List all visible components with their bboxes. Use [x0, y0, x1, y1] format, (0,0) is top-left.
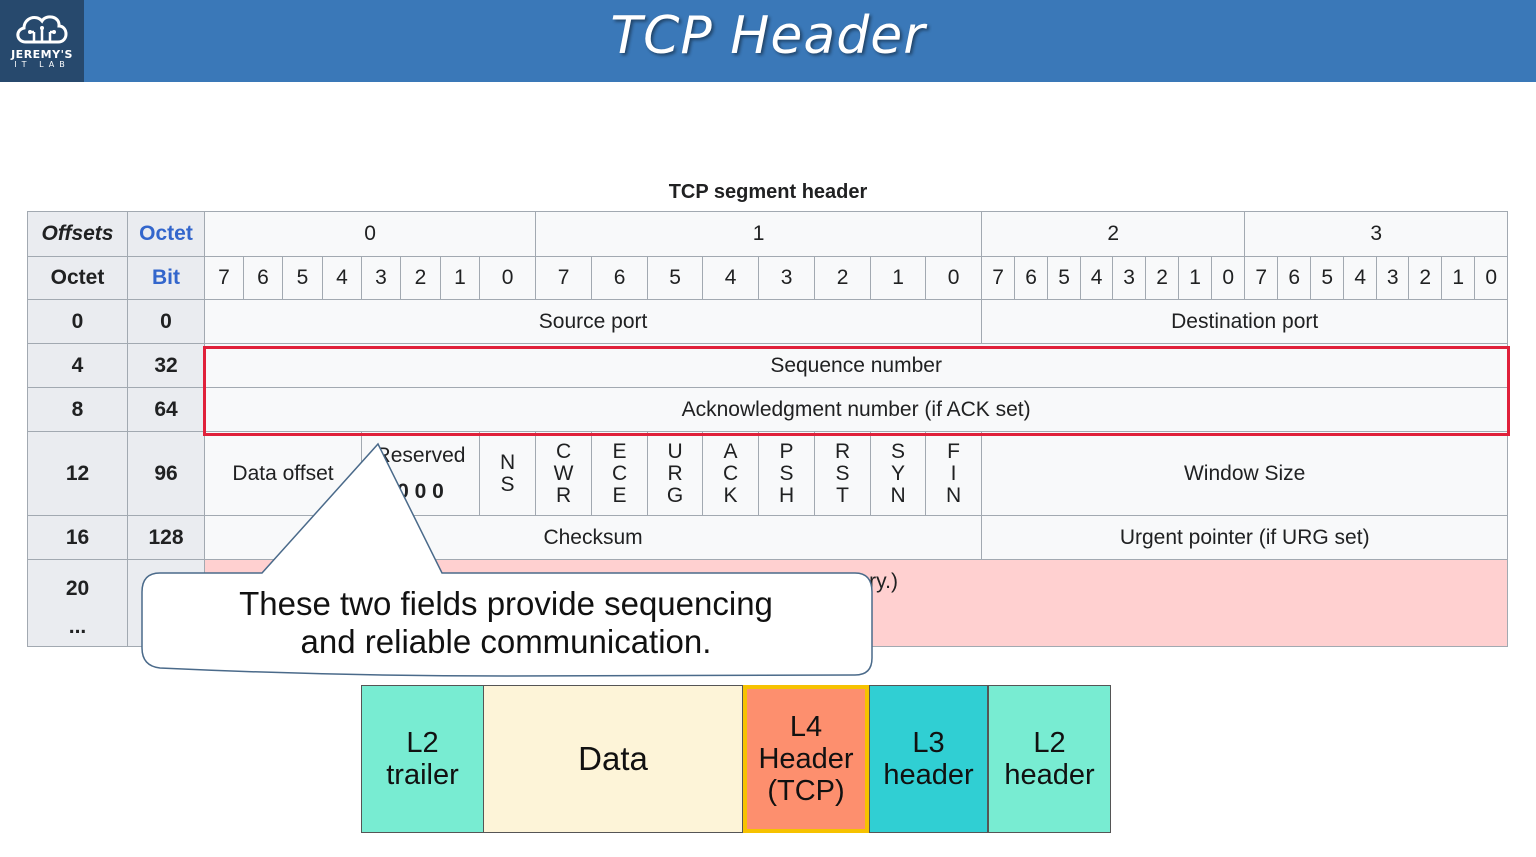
row-bit-32: 32 [127, 343, 205, 388]
ece-flag-label: E C E [611, 439, 628, 507]
bit-cell-octet0-bit4: 4 [322, 256, 362, 300]
octet-1-header: 1 [535, 211, 983, 257]
syn-flag-label: S Y N [890, 439, 906, 507]
bit-cell-octet1-bit5: 5 [647, 256, 704, 300]
source-port-field: Source port [203, 299, 983, 344]
row-octet-12: 12 [27, 431, 128, 516]
bit-cell-octet1-bit7: 7 [535, 256, 593, 300]
bit-cell-octet1-bit0: 0 [925, 256, 983, 300]
ack-flag-label: A C K [722, 439, 739, 507]
bit-cell-octet1-bit6: 6 [591, 256, 649, 300]
bit-cell-octet1-bit2: 2 [814, 256, 872, 300]
destination-port-field: Destination port [981, 299, 1509, 344]
reserved-bits: 0 0 0 [397, 479, 444, 503]
bit-cell-octet2-bit5: 5 [1047, 256, 1082, 300]
reserved-label: Reserved [375, 443, 466, 467]
bit-cell-octet3-bit7: 7 [1244, 256, 1279, 300]
bit-cell-octet2-bit1: 1 [1178, 256, 1213, 300]
bit-cell-octet0-bit0: 0 [478, 256, 537, 300]
l3-header-label: L3 header [883, 727, 974, 791]
bit-cell-octet3-bit1: 1 [1441, 256, 1476, 300]
row-octet-20: 20 ... [27, 559, 128, 647]
fin-flag: F I N [925, 431, 983, 516]
l2-header-box: L2 header [988, 685, 1111, 833]
octet-2-header: 2 [981, 211, 1246, 257]
data-box: Data [483, 685, 743, 833]
row-bit-128: 128 [127, 515, 205, 560]
l4-header-box: L4 Header (TCP) [743, 685, 869, 833]
seq-ack-highlight-box [203, 346, 1510, 436]
title-bar [0, 0, 1536, 82]
bit-cell-octet1-bit4: 4 [702, 256, 760, 300]
bit-cell-octet1-bit1: 1 [870, 256, 927, 300]
bit-cell-octet1-bit3: 3 [758, 256, 816, 300]
bit-cell-octet2-bit0: 0 [1211, 256, 1246, 300]
bit-cell-octet2-bit2: 2 [1145, 256, 1180, 300]
l4-header-label: L4 Header (TCP) [758, 711, 854, 807]
bit-cell-octet0-bit6: 6 [243, 256, 283, 300]
row-octet-20-value: 20 [65, 577, 90, 600]
logo-line-2: IT LAB [14, 60, 70, 69]
logo-line-1: JEREMY'S [11, 48, 73, 61]
ns-flag-label: N S [499, 450, 516, 496]
rst-flag: R S T [814, 431, 872, 516]
row-bit-0: 0 [127, 299, 205, 344]
sequence-number-field: Sequence number [203, 343, 1509, 388]
psh-flag: P S H [758, 431, 816, 516]
jeremys-it-lab-logo: JEREMY'S IT LAB [0, 0, 84, 82]
callout-text: These two fields provide sequencing and … [239, 585, 773, 660]
octet-3-header: 3 [1244, 211, 1509, 257]
table-caption: TCP segment header [668, 181, 868, 203]
window-size-field: Window Size [981, 431, 1509, 516]
bit-cell-octet0-bit5: 5 [282, 256, 323, 300]
bit-cell-octet0-bit1: 1 [440, 256, 480, 300]
urg-flag: U R G [647, 431, 704, 516]
l2-trailer-box: L2 trailer [361, 685, 484, 833]
l2-header-label: L2 header [1004, 727, 1095, 791]
rst-flag-label: R S T [834, 439, 851, 507]
bit-cell-octet3-bit3: 3 [1376, 256, 1410, 300]
slide-title: TCP Header [610, 6, 926, 66]
ns-flag: N S [478, 431, 537, 516]
data-label: Data [578, 740, 648, 777]
bit-cell-octet3-bit4: 4 [1343, 256, 1378, 300]
cloud-circuit-icon [16, 15, 68, 44]
syn-flag: S Y N [870, 431, 927, 516]
callout-shape [141, 442, 873, 677]
bit-cell-octet0-bit7: 7 [204, 256, 244, 300]
bit-row-header: Bit [127, 256, 205, 300]
bit-cell-octet2-bit4: 4 [1080, 256, 1114, 300]
acknowledgment-number-field: Acknowledgment number (if ACK set) [203, 387, 1509, 432]
octet-row-header: Octet [27, 256, 128, 300]
ece-flag: E C E [591, 431, 649, 516]
l3-header-box: L3 header [869, 685, 988, 833]
psh-flag-label: P S H [778, 439, 795, 507]
ack-flag: A C K [702, 431, 760, 516]
bit-cell-octet2-bit3: 3 [1112, 256, 1147, 300]
offsets-header: Offsets [27, 211, 128, 257]
row-octet-0: 0 [27, 299, 128, 344]
l2-trailer-label: L2 trailer [386, 727, 459, 791]
urg-flag-label: U R G [666, 439, 684, 507]
cwr-flag: C W R [535, 431, 593, 516]
octet-0-header: 0 [203, 211, 537, 257]
row-bit-96: 96 [127, 431, 205, 516]
row-octet-more: ... [68, 615, 87, 638]
bit-cell-octet3-bit0: 0 [1474, 256, 1509, 300]
octet-header: Octet [127, 211, 205, 257]
bit-cell-octet3-bit6: 6 [1277, 256, 1312, 300]
bit-cell-octet2-bit6: 6 [1014, 256, 1049, 300]
bit-cell-octet0-bit3: 3 [361, 256, 401, 300]
fin-flag-label: F I N [946, 439, 962, 507]
cwr-flag-label: C W R [553, 439, 574, 507]
